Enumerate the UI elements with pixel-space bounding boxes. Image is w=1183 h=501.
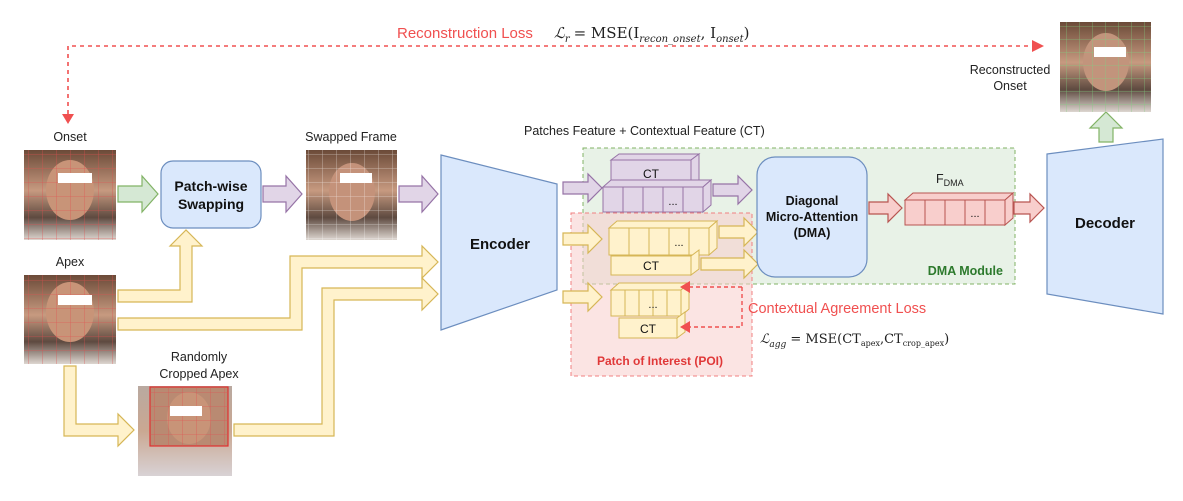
dma-box: Diagonal Micro-Attention (DMA) [756,156,868,278]
apex-label: Apex [56,255,85,269]
reconstructed-label-line2: Onset [993,79,1027,93]
reconstruction-loss-connector [62,40,1044,124]
crop-ct-label: CT [640,322,657,336]
crop-to-encoder-arrow [233,276,439,437]
encoder-to-purple-tokens-arrow [562,172,603,204]
purple-token-row: ... [601,178,713,214]
apex-to-swap-arrow [117,229,204,303]
reconstructed-label-line1: Reconstructed [970,63,1051,77]
patch-wise-swapping-box: Patch-wise Swapping [160,160,262,229]
yellow-ct-to-dma-arrow [700,248,759,280]
swapped-frame-label: Swapped Frame [305,130,397,144]
yellow-dots: ... [674,237,683,249]
onset-label: Onset [53,130,87,144]
encoder: Encoder [440,154,558,331]
fdma-label: FDMA [936,172,964,188]
dma-to-fdma-arrow [868,192,903,224]
svg-text:Encoder: Encoder [470,236,530,253]
fdma-dots: ... [970,208,979,220]
contextual-agreement-label: Contextual Agreement Loss [748,301,926,317]
encoder-to-crop-tokens-arrow [562,281,603,313]
swap-to-frame-arrow [262,174,303,214]
yellow-ct-label: CT [643,259,660,273]
patch-wise-line1: Patch-wise [174,178,247,194]
contextual-agreement-formula: ℒagg = MSE(CTapex,CTcrop_apex) [760,332,949,350]
onset-image [24,150,116,240]
purple-token-stack: CT ... [601,153,713,214]
random-crop-label-line2: Cropped Apex [159,367,239,381]
purple-dots: ... [668,196,677,208]
crop-dots: ... [648,299,657,311]
apex-image [24,275,116,364]
decoder-to-reconstructed-arrow [1088,111,1124,143]
contextual-agreement-connector [680,281,743,333]
onset-to-swap-arrow [117,174,159,214]
crop-token-stack: ... CT [609,281,691,339]
yellow-tokens-to-dma-arrow [718,216,759,248]
purple-tokens-to-dma-arrow [712,174,753,206]
dma-module-label: DMA Module [928,264,1003,278]
apex-to-crop-arrow [63,365,135,448]
reconstruction-loss-formula: ℒr= MSE(Irecon_onset, Ionset) [554,24,749,45]
yellow-token-stack: ... CT [607,219,719,276]
svg-text:Decoder: Decoder [1075,215,1135,232]
purple-ct-label: CT [643,167,660,181]
svg-text:Micro-Attention: Micro-Attention [766,210,858,224]
svg-text:(DMA): (DMA) [794,226,831,240]
patches-feature-label: Patches Feature + Contextual Feature (CT… [524,124,765,138]
random-crop-image [138,386,232,476]
poi-label: Patch of Interest (POI) [597,354,723,368]
decoder: Decoder [1046,138,1164,315]
apex-to-encoder-arrow [117,244,439,331]
fdma-token-row: ... [903,191,1015,227]
random-crop-label-line1: Randomly [171,350,228,364]
fdma-to-decoder-arrow [1013,192,1045,224]
patch-wise-line2: Swapping [178,196,244,212]
reconstruction-loss-label: Reconstruction Loss [397,25,533,42]
svg-text:Diagonal: Diagonal [786,194,839,208]
encoder-to-yellow-tokens-arrow [562,223,603,255]
reconstructed-onset-image [1060,22,1151,112]
frame-to-encoder-arrow [398,174,439,214]
swapped-frame-image [306,150,397,240]
